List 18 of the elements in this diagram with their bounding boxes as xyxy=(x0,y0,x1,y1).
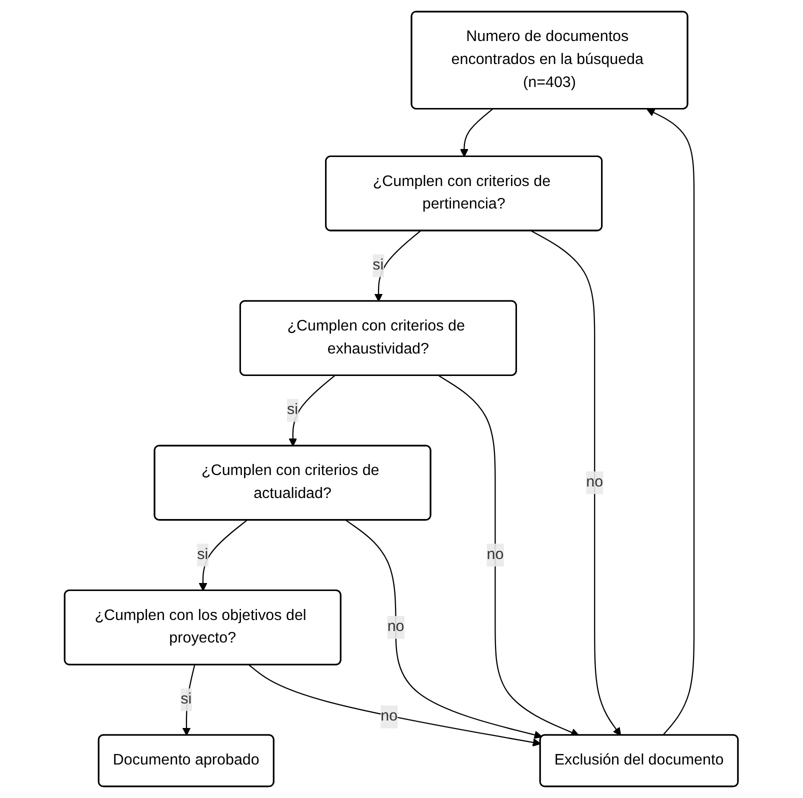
arrow xyxy=(531,230,622,736)
arrow xyxy=(248,664,542,747)
edge-label: no xyxy=(586,474,604,490)
edge-label: si xyxy=(287,402,298,418)
arrow xyxy=(646,108,695,736)
edge-label: si xyxy=(180,691,192,708)
arrow xyxy=(374,230,421,302)
edge-label: si xyxy=(197,546,208,563)
arrow xyxy=(346,520,543,739)
arrow xyxy=(288,375,336,446)
arrow xyxy=(460,108,494,158)
arrow xyxy=(438,375,580,736)
arrow xyxy=(182,664,196,736)
edge-label: no xyxy=(388,618,404,636)
edge-label: si xyxy=(372,257,384,274)
edge-label: no xyxy=(486,546,504,563)
arrow xyxy=(199,520,248,592)
edge-label: no xyxy=(380,708,398,725)
